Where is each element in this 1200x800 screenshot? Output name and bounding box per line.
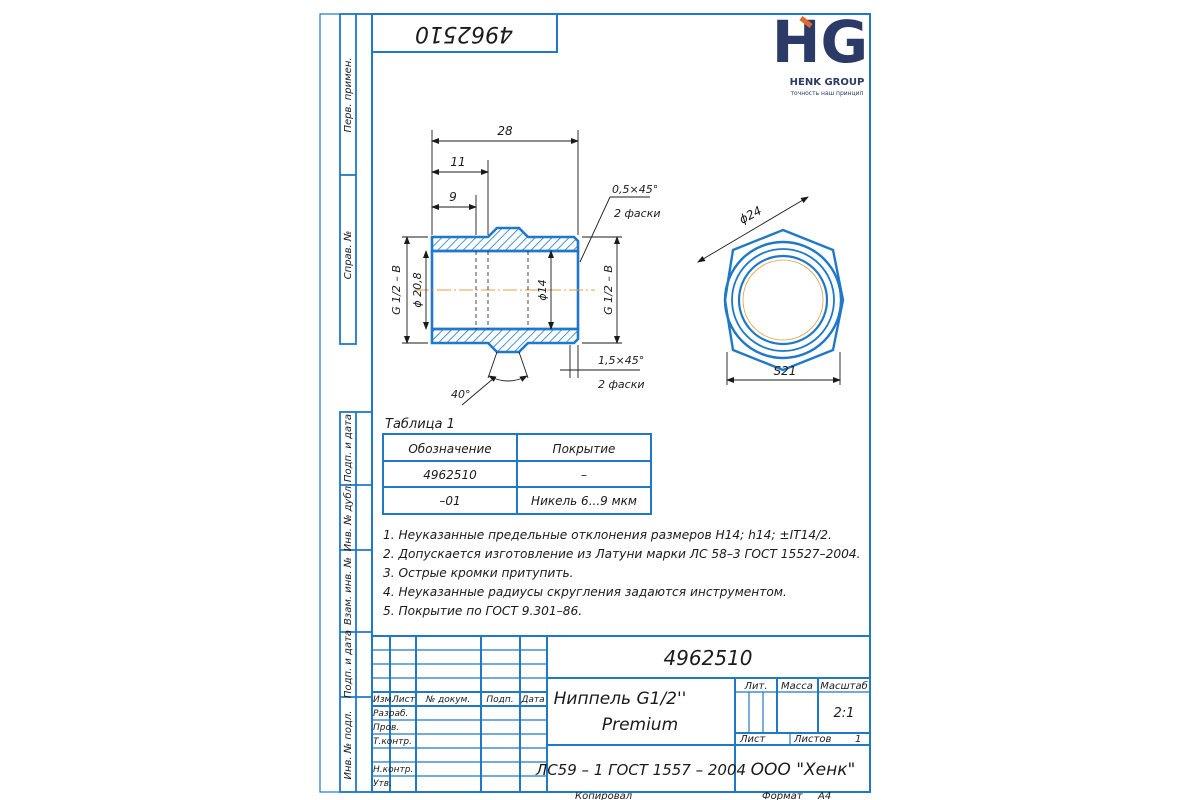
material-spec: ЛС59 – 1 ГОСТ 1557 – 2004 [535, 761, 746, 779]
row-label-checker: Пров. [373, 723, 399, 733]
row-label-norm-control: Н.контр. [373, 765, 413, 775]
col-header-change: Изм. [373, 695, 394, 705]
coating-table [382, 433, 652, 515]
dim-chamfer-bottom: 1,5×45° [598, 354, 644, 367]
note-2: 2. Допускается изготовление из Латуни ма… [383, 547, 861, 561]
format-value: А4 [817, 791, 831, 800]
side-label-dup-inv: Инв. № дубл. [342, 483, 354, 551]
dim-length-28: 28 [497, 124, 513, 138]
scale-value: 2:1 [834, 706, 855, 721]
col-header-date: Дата [520, 695, 544, 705]
logo-mark: HG [772, 8, 868, 76]
format-label: Формат [762, 791, 804, 800]
side-label-replace-inv: Взам. инв. № [343, 557, 354, 625]
dim-length-9: 9 [449, 190, 457, 204]
sheet-frame [319, 13, 871, 793]
side-label-sign-date-2: Подп. и дата [343, 630, 354, 698]
col-header-sign: Подп. [486, 695, 513, 705]
dim-thread-left: G 1/2 – B [390, 265, 403, 315]
part-name-line1: Ниппель G1/2'' [554, 689, 687, 709]
table-cell-r1-c1: 4962510 [423, 468, 477, 482]
scale-label: Масштаб [820, 680, 868, 692]
doc-number-top: 4962510 [415, 21, 513, 46]
end-view-dimensions [697, 196, 841, 385]
side-view-dimensions [402, 130, 650, 406]
nipple-end-view [723, 228, 845, 372]
table-cell-r1-c2: – [581, 468, 587, 482]
henk-group-logo: HG HENK GROUP точность наш принцип [772, 8, 868, 97]
copied-label: Копировал [575, 791, 633, 800]
dim-hex-s21: S21 [774, 364, 797, 378]
sheets-value: 1 [855, 734, 861, 745]
sheets-label: Листов [793, 734, 831, 745]
sheet-label: Лист [739, 734, 767, 745]
lit-label: Лит. [743, 681, 767, 692]
col-header-sheet: Лист [391, 695, 416, 705]
dim-chamfer-bottom-note: 2 фаски [598, 378, 644, 391]
note-5: 5. Покрытие по ГОСТ 9.301–86. [383, 604, 582, 618]
dim-hex-dia-24: ϕ24 [737, 203, 764, 226]
table-header-designation: Обозначение [408, 442, 491, 456]
table-cell-r2-c2: Никель 6...9 мкм [531, 494, 637, 508]
logo-tagline: точность наш принцип [791, 90, 864, 97]
title-doc-number: 4962510 [663, 646, 752, 670]
part-name-line2: Premium [602, 715, 678, 735]
dim-dia-20-8: ϕ 20,8 [411, 272, 424, 307]
row-label-developer: Разраб. [373, 709, 408, 719]
table-header-coating: Покрытие [553, 442, 616, 456]
dim-thread-right: G 1/2 – B [602, 265, 615, 315]
table-cell-r2-c1: –01 [439, 494, 460, 508]
logo-company: HENK GROUP [790, 77, 865, 88]
note-4: 4. Неуказанные радиусы скругления задают… [383, 585, 787, 599]
side-label-first-use: Перв. примен. [343, 57, 354, 132]
note-1: 1. Неуказанные предельные отклонения раз… [383, 528, 832, 542]
col-header-doc-no: № докум. [425, 695, 470, 705]
side-label-ref-no: Справ. № [343, 231, 354, 280]
row-label-tech-control: Т.контр. [373, 737, 412, 747]
company-name: ООО "Хенк" [751, 760, 856, 780]
side-label-orig-inv: Инв. № подл. [343, 711, 354, 780]
side-label-sign-date-1: Подп. и дата [343, 414, 354, 482]
dim-chamfer-top-note: 2 фаски [614, 207, 660, 220]
table-caption: Таблица 1 [385, 417, 455, 432]
dim-chamfer-top: 0,5×45° [612, 183, 658, 196]
title-block-grid [372, 635, 870, 793]
nipple-side-view [415, 226, 595, 354]
dim-length-11: 11 [450, 155, 465, 169]
dim-bore-14: ϕ14 [536, 279, 549, 300]
dim-angle-40: 40° [451, 388, 471, 401]
mass-label: Масса [781, 681, 813, 692]
note-3: 3. Острые кромки притупить. [383, 566, 574, 580]
row-label-approved: Утв. [373, 779, 392, 789]
